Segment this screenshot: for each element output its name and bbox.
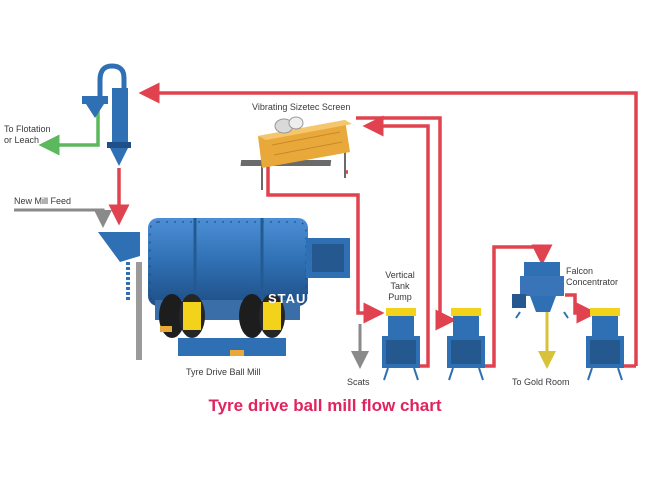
ball-mill-icon [98,218,350,360]
mill-label: Tyre Drive Ball Mill [186,367,261,377]
pump-to-screen-line [362,115,430,368]
flotation-label: To Flotation or Leach [4,124,51,145]
falcon-concentrator-icon [512,262,569,319]
watermark-logo: STAURK [268,291,328,306]
new-feed-line [14,208,112,228]
gold-room-label: To Gold Room [512,377,570,387]
falcon-label: Falcon Concentrator [566,266,619,287]
pump-label: Vertical Tank Pump [385,270,415,302]
hydrocyclone-icon [82,63,131,166]
new-feed-label: New Mill Feed [14,196,72,206]
falcon-tails-line [565,293,598,324]
vibrating-screen-icon [240,116,352,190]
scats-label: Scats [347,377,370,387]
tank-pump-3-icon [586,308,624,381]
screen-label: Vibrating Sizetec Screen [252,102,351,112]
pump2-to-falcon-line [485,244,553,368]
flotation-line [38,110,100,156]
tank-pump-2-icon [447,308,485,381]
chart-caption: Tyre drive ball mill flow chart [208,396,442,415]
screen-undersize-line [266,166,385,324]
screen-to-pump2-line [356,116,457,331]
tank-pump-icon [382,308,420,381]
return-line-top [138,82,638,366]
flow-lines [14,82,638,369]
